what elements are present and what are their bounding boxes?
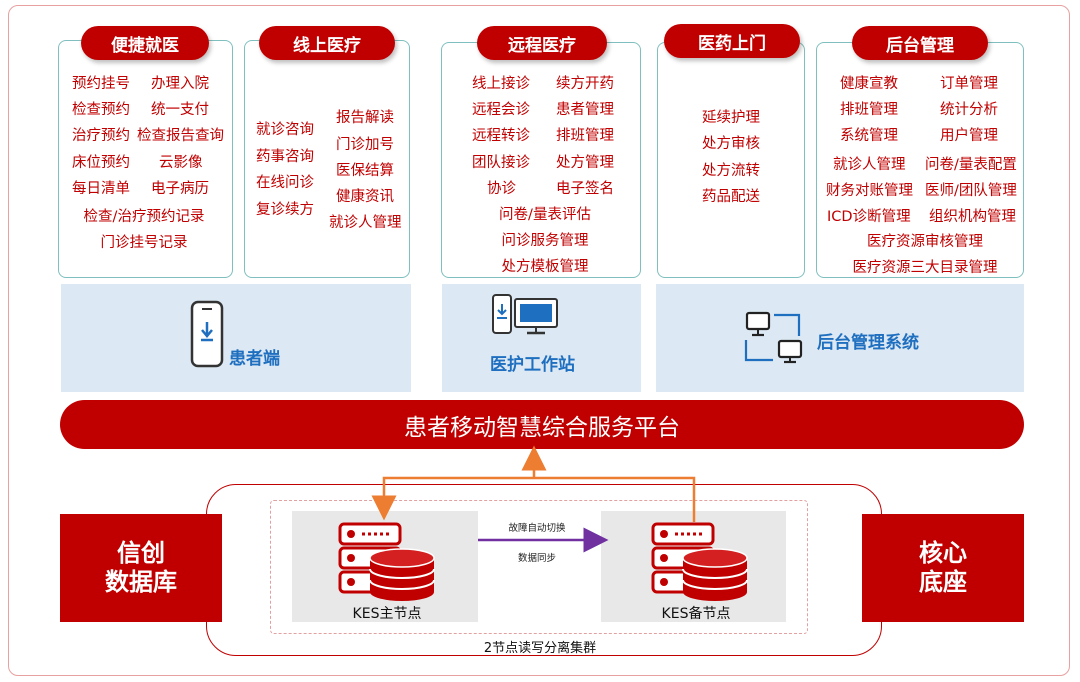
standby-node-label: KES备节点 [661,606,731,622]
module-item: 医师/团队管理 [925,183,1017,199]
module-item: 财务对账管理 [826,183,913,199]
module-item: 预约挂号 [72,76,130,92]
xinchuang-database-box: 信创 数据库 [60,514,222,622]
module-item: 就诊人管理 [329,215,402,231]
primary-node-label: KES主节点 [352,606,422,622]
terminal-label-admin: 后台管理系统 [817,333,919,353]
module-item: 药品配送 [702,189,760,205]
module-item: 处方流转 [702,163,760,179]
module-item: 检查/治疗预约记录 [83,209,205,225]
database-label: 数据库 [105,568,177,596]
cluster-label: 2节点读写分离集群 [483,641,597,656]
module-item: 检查报告查询 [137,128,224,144]
terminal-label-patient: 患者端 [229,349,280,369]
module-item: 医疗资源三大目录管理 [852,260,998,276]
core-base-box: 核心 底座 [862,514,1024,622]
base-label: 底座 [919,568,967,596]
xinchuang-label: 信创 [117,539,165,568]
terminal-band-admin [656,284,1024,392]
module-card-remote [441,42,641,278]
module-item: 医保结算 [336,163,394,179]
module-item: 云影像 [159,155,203,171]
module-item: 系统管理 [840,128,898,144]
module-card-online [244,40,410,278]
module-item: 处方审核 [702,136,760,152]
module-item: 每日清单 [72,181,130,197]
module-item: 协诊 [487,181,516,197]
module-item: 检查预约 [72,102,130,118]
module-item: 门诊加号 [336,137,394,153]
service-platform-bar: 患者移动智慧综合服务平台 [60,400,1024,449]
failover-label: 故障自动切换 [508,523,566,534]
module-title-remote: 远程医疗 [477,26,607,60]
module-item: 统一支付 [151,102,209,118]
module-item: 在线问诊 [256,175,314,191]
module-item: 医疗资源审核管理 [867,234,983,250]
module-item: 延续护理 [702,110,760,126]
module-item: 远程转诊 [472,128,530,144]
module-item: 订单管理 [940,76,998,92]
module-title-home-medicine: 医药上门 [664,24,800,58]
module-item: ICD诊断管理 [827,209,911,225]
module-item: 治疗预约 [72,128,130,144]
module-title-admin: 后台管理 [852,26,988,60]
module-item: 就诊人管理 [833,157,906,173]
module-item: 办理入院 [151,76,209,92]
module-item: 门诊挂号记录 [100,235,188,251]
module-item: 处方模板管理 [501,259,589,275]
module-title-convenient: 便捷就医 [81,26,209,60]
outer-frame [8,5,1070,676]
module-item: 电子病历 [151,181,209,197]
core-label: 核心 [919,539,967,568]
module-item: 排班管理 [840,102,898,118]
module-item: 问卷/量表配置 [925,157,1017,173]
sync-label: 数据同步 [517,553,557,564]
module-item: 统计分析 [940,102,998,118]
module-item: 排班管理 [556,128,614,144]
module-item: 报告解读 [336,110,394,126]
terminal-label-workstation: 医护工作站 [490,355,575,375]
module-item: 续方开药 [556,76,614,92]
module-item: 药事咨询 [256,149,314,165]
module-title-online: 线上医疗 [259,26,395,60]
module-item: 远程会诊 [472,102,530,118]
module-item: 组织机构管理 [929,209,1016,225]
module-item: 问卷/量表评估 [499,207,591,223]
module-item: 用户管理 [940,128,998,144]
terminal-band-workstation [442,284,641,392]
module-item: 健康资讯 [336,189,394,205]
module-item: 处方管理 [556,155,614,171]
terminal-band-patient [61,284,411,392]
module-item: 患者管理 [556,102,614,118]
module-item: 复诊续方 [256,202,314,218]
module-item: 团队接诊 [472,155,530,171]
module-card-convenient [58,40,233,278]
module-item: 问诊服务管理 [501,233,589,249]
module-item: 健康宣教 [840,76,898,92]
module-item: 电子签名 [556,181,614,197]
module-item: 线上接诊 [472,76,530,92]
module-item: 床位预约 [72,155,130,171]
module-item: 就诊咨询 [256,122,314,138]
